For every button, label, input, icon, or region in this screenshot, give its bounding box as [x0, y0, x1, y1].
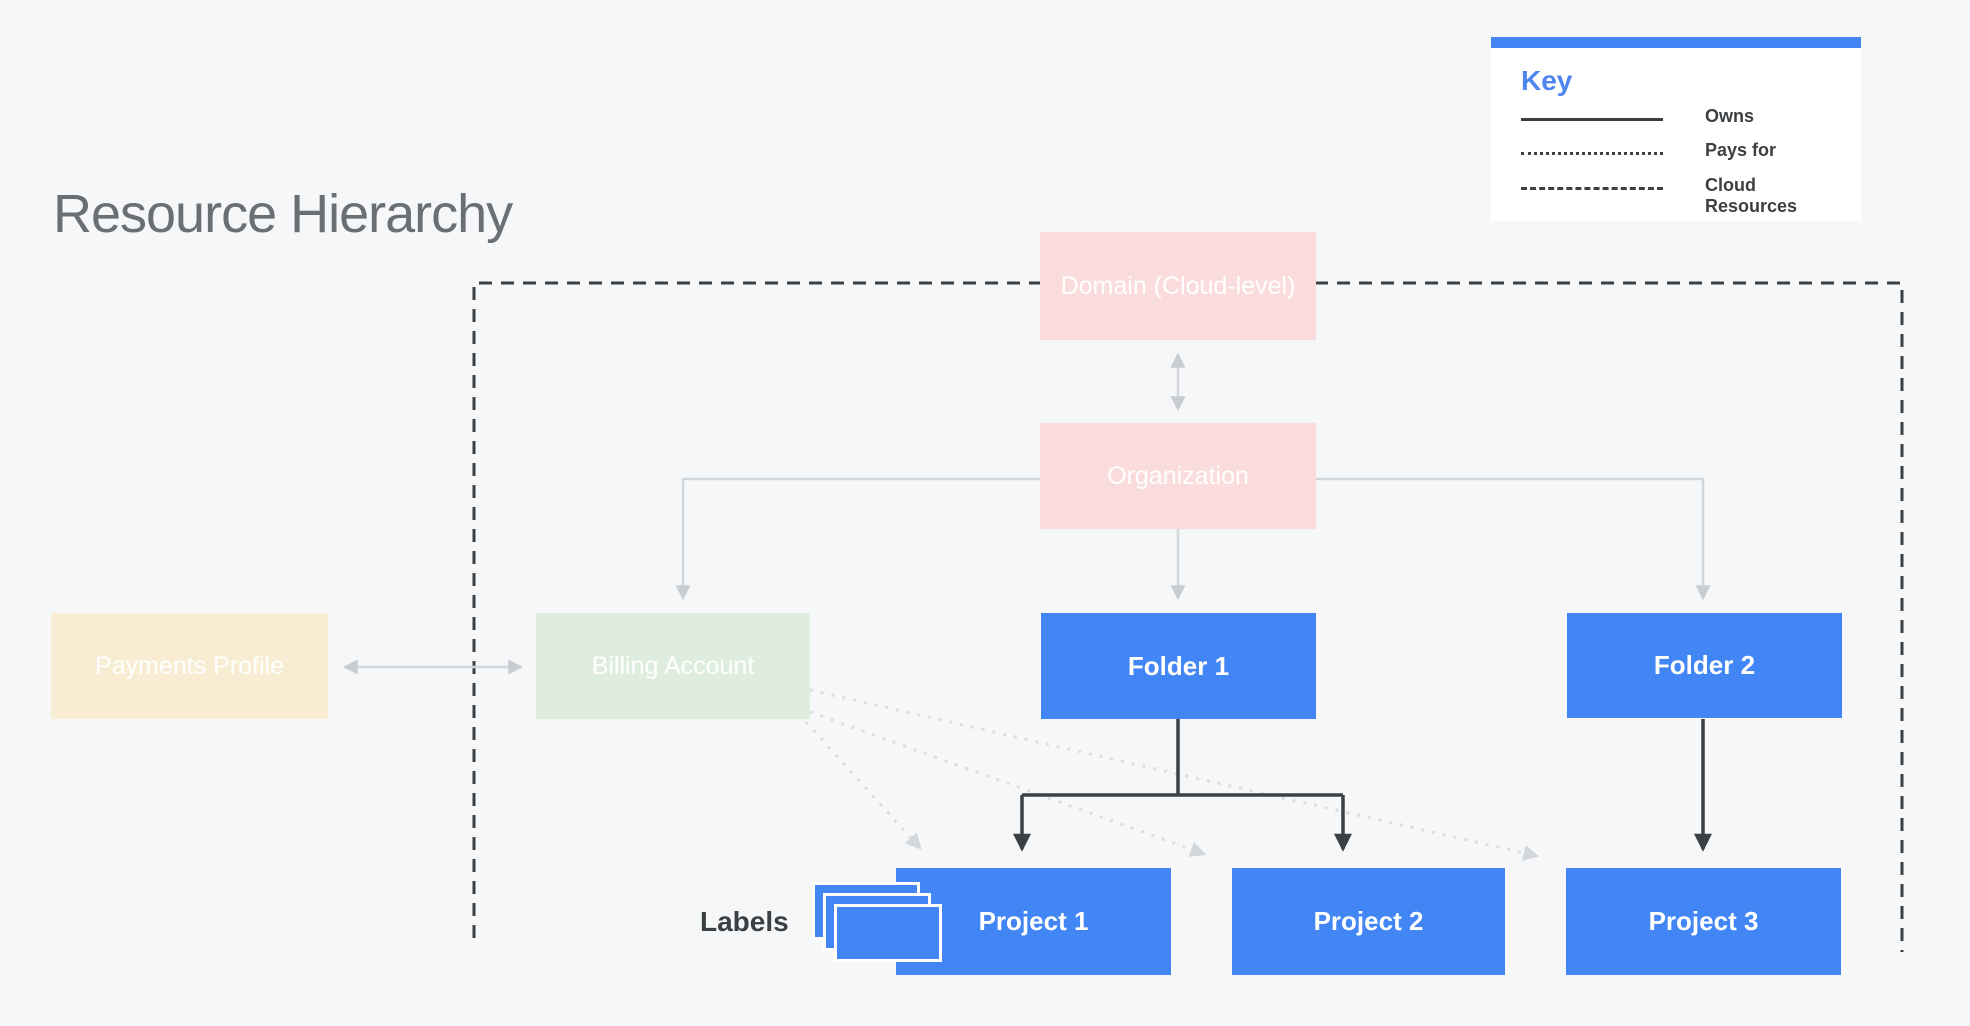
legend-label-pays-for: Pays for — [1705, 140, 1777, 160]
node-billing-account: Billing Account — [536, 613, 810, 719]
legend-solid-line-sample — [1521, 118, 1663, 121]
edge-billing-project1 — [804, 720, 922, 850]
legend-label-owns: Owns — [1705, 106, 1755, 126]
legend-panel: Key Owns Pays for Cloud Resources — [1491, 37, 1861, 221]
node-payments-profile: Payments Profile — [51, 613, 328, 719]
node-folder-1: Folder 1 — [1041, 613, 1316, 719]
label-card-front — [834, 904, 942, 962]
legend-title: Key — [1521, 65, 1573, 96]
node-project-2: Project 2 — [1232, 868, 1505, 975]
node-project-3: Project 3 — [1566, 868, 1841, 975]
edge-organization-billing — [675, 477, 1040, 601]
node-domain: Domain (Cloud-level) — [1040, 232, 1316, 340]
legend-accent-bar — [1491, 37, 1861, 48]
labels-stack-icon — [812, 882, 944, 964]
node-organization: Organization — [1040, 423, 1316, 529]
page-title: Resource Hierarchy — [53, 184, 513, 244]
edge-billing-project2 — [809, 710, 1207, 857]
legend-label-cloud-resources: Cloud Resources — [1705, 175, 1798, 216]
legend-dotted-line-sample — [1521, 152, 1663, 155]
edge-folder1-branch — [1022, 719, 1343, 797]
edge-organization-folder2 — [1316, 477, 1711, 601]
legend-dashed-line-sample — [1521, 187, 1663, 190]
node-folder-2: Folder 2 — [1567, 613, 1842, 718]
labels-annotation: Labels — [700, 906, 789, 937]
